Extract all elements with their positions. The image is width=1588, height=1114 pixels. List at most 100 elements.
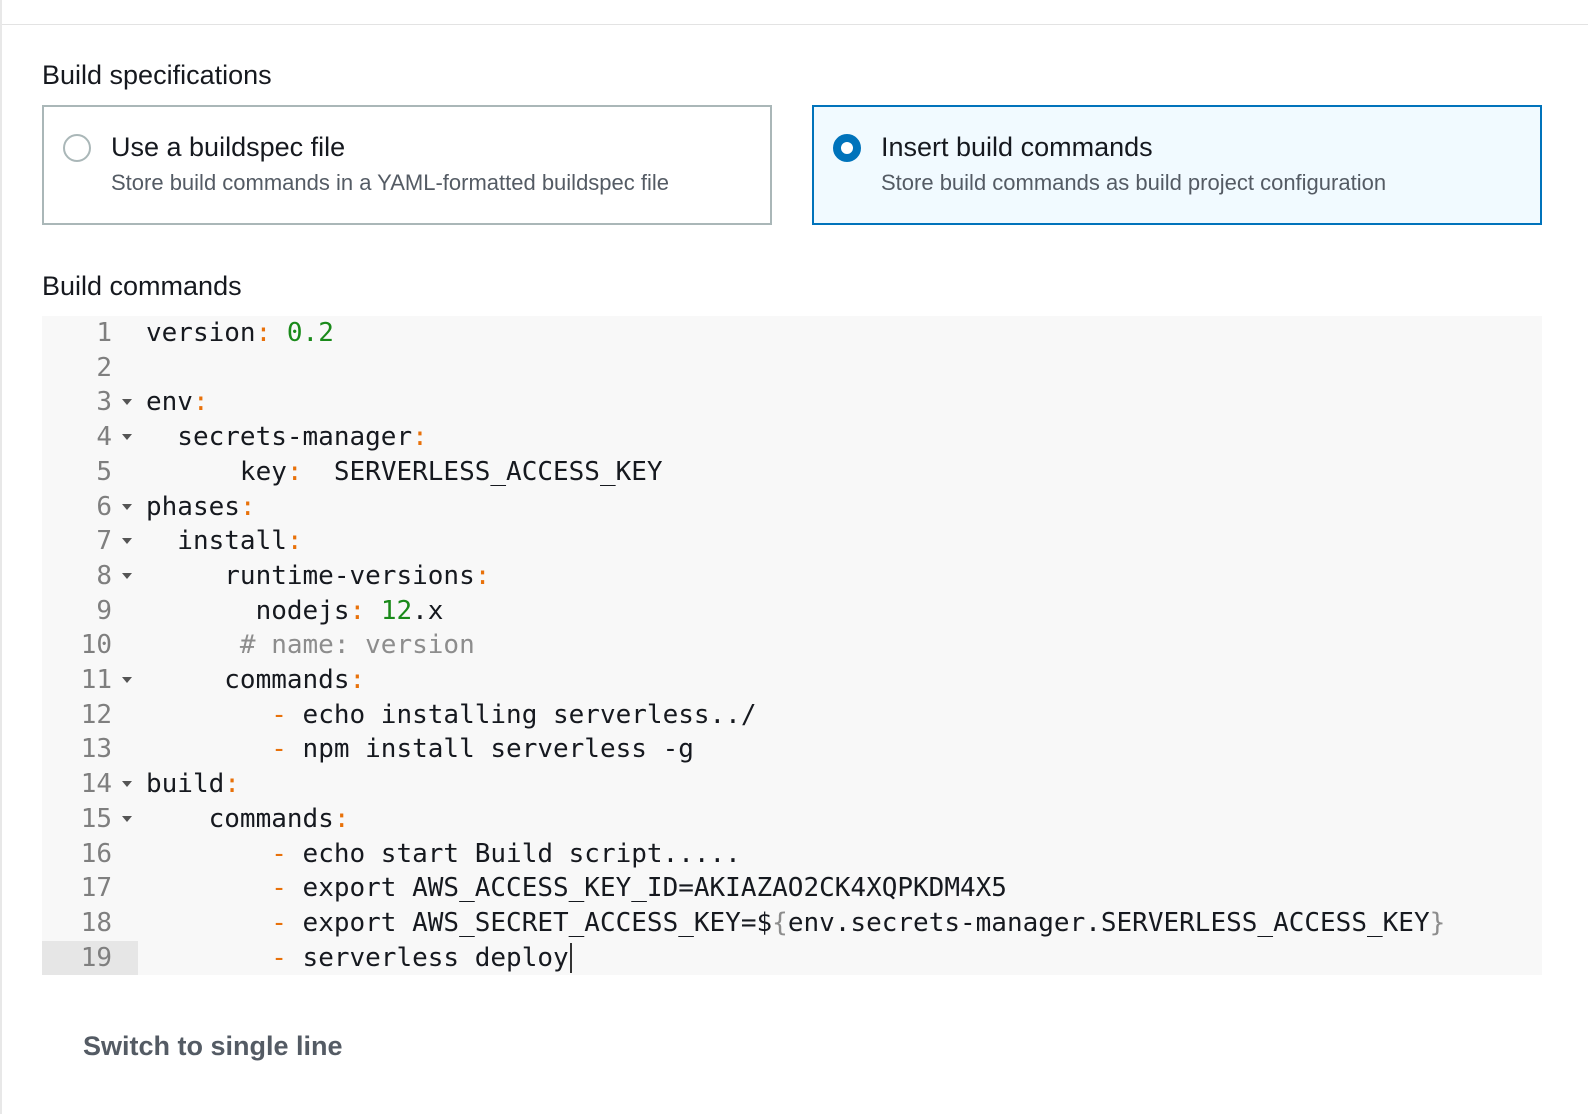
code-token: : (224, 769, 240, 800)
code-token: { (772, 907, 788, 938)
code-line[interactable]: 4 secrets-manager: (42, 420, 1542, 454)
line-gutter: 10 (42, 628, 138, 662)
line-number: 17 (80, 873, 112, 904)
line-code: env: (146, 385, 209, 419)
line-gutter: 17 (42, 871, 138, 905)
code-line[interactable]: 8 runtime-versions: (42, 559, 1542, 593)
code-line[interactable]: 13 - npm install serverless -g (42, 732, 1542, 766)
line-code: runtime-versions: (146, 559, 490, 593)
line-code: - npm install serverless -g (146, 732, 694, 766)
code-token: - (271, 942, 287, 973)
code-line[interactable]: 1 version: 0.2 (42, 316, 1542, 350)
line-code: - serverless deploy (146, 941, 572, 975)
line-code: commands: (146, 802, 350, 836)
line-code: # name: version (146, 628, 475, 662)
code-token: - (271, 873, 287, 904)
code-token: : (474, 560, 491, 591)
code-token: runtime-versions (146, 560, 475, 591)
code-token: 12 (380, 595, 413, 626)
line-code: secrets-manager: (146, 420, 427, 454)
use-buildspec-file-option[interactable]: Use a buildspec file Store build command… (42, 105, 772, 225)
fold-toggle-icon[interactable] (122, 572, 132, 579)
code-line[interactable]: 18 - export AWS_SECRET_ACCESS_KEY=${env.… (42, 906, 1542, 940)
code-token: install (146, 526, 287, 557)
line-code: phases: (146, 490, 256, 524)
code-token: : (349, 595, 366, 626)
code-token (146, 700, 271, 730)
code-token: .x (412, 595, 444, 626)
line-number: 18 (80, 907, 112, 938)
code-line[interactable]: 2 (42, 351, 1542, 385)
code-line[interactable]: 12 - echo installing serverless../ (42, 698, 1542, 732)
code-token: - (271, 907, 287, 938)
line-number: 3 (96, 387, 112, 418)
code-token: phases (146, 491, 240, 522)
line-number: 14 (80, 769, 112, 800)
code-token (365, 596, 381, 626)
line-gutter: 19 (42, 940, 138, 975)
code-token (271, 318, 287, 348)
code-token: env (146, 387, 193, 418)
code-token: commands (146, 665, 350, 695)
code-line[interactable]: 3 env: (42, 385, 1542, 419)
code-line[interactable]: 11 commands: (42, 663, 1542, 697)
switch-to-single-line-link[interactable]: Switch to single line (83, 1031, 343, 1061)
line-gutter: 2 (42, 351, 138, 385)
code-line[interactable]: 16 - echo start Build script..... (42, 837, 1542, 871)
fold-toggle-icon[interactable] (122, 538, 132, 545)
code-token: : (255, 318, 272, 348)
line-code: version: 0.2 (146, 316, 334, 350)
code-token: : (333, 803, 350, 834)
insert-build-commands-option[interactable]: Insert build commands Store build comman… (812, 105, 1542, 225)
line-gutter: 12 (42, 698, 138, 732)
buildspec-file-description: Store build commands in a YAML-formatted… (111, 170, 670, 195)
line-number: 1 (96, 318, 112, 348)
line-number: 11 (80, 665, 112, 695)
fold-toggle-icon[interactable] (122, 781, 132, 788)
line-number: 4 (96, 422, 112, 453)
code-line[interactable]: 10 # name: version (42, 628, 1542, 662)
code-token: env.secrets-manager.SERVERLESS_ACCESS_KE… (787, 907, 1430, 938)
buildspec-file-radio[interactable] (63, 134, 91, 162)
fold-toggle-icon[interactable] (122, 815, 132, 822)
code-line[interactable]: 17 - export AWS_ACCESS_KEY_ID=AKIAZAO2CK… (42, 871, 1542, 905)
code-token: export AWS_ACCESS_KEY_ID=AKIAZAO2CK4XQPK… (286, 873, 1007, 904)
code-token (146, 873, 271, 903)
code-token: : (192, 387, 209, 418)
fold-toggle-icon[interactable] (122, 434, 132, 441)
line-gutter: 9 (42, 594, 138, 628)
code-token: echo installing serverless../ (286, 699, 757, 730)
code-token: - (271, 838, 287, 869)
code-token: : (239, 491, 256, 522)
line-gutter: 8 (42, 559, 138, 593)
text-cursor (569, 943, 572, 974)
build-commands-label: Build commands (42, 271, 242, 301)
left-border (0, 0, 2, 1114)
top-divider (0, 24, 1588, 25)
code-line[interactable]: 9 nodejs: 12.x (42, 594, 1542, 628)
code-token (146, 908, 271, 938)
line-gutter: 15 (42, 802, 138, 836)
code-token: nodejs (146, 595, 350, 626)
code-line[interactable]: 7 install: (42, 524, 1542, 558)
line-number: 2 (96, 352, 112, 383)
code-line[interactable]: 5 key: SERVERLESS_ACCESS_KEY (42, 455, 1542, 489)
code-token: : (349, 665, 366, 695)
line-number: 5 (96, 456, 112, 487)
fold-toggle-icon[interactable] (122, 503, 132, 510)
fold-toggle-icon[interactable] (122, 399, 132, 406)
line-gutter: 4 (42, 420, 138, 454)
code-line[interactable]: 15 commands: (42, 802, 1542, 836)
fold-toggle-icon[interactable] (122, 677, 132, 683)
line-gutter: 11 (42, 663, 138, 697)
insert-build-commands-title: Insert build commands (881, 132, 1153, 162)
line-code: - export AWS_SECRET_ACCESS_KEY=${env.sec… (146, 906, 1445, 940)
line-number: 10 (80, 630, 112, 661)
insert-build-commands-radio[interactable] (833, 134, 861, 162)
code-line[interactable]: 19 - serverless deploy (42, 940, 1542, 975)
code-token: 0.2 (286, 318, 334, 348)
line-gutter: 6 (42, 490, 138, 524)
